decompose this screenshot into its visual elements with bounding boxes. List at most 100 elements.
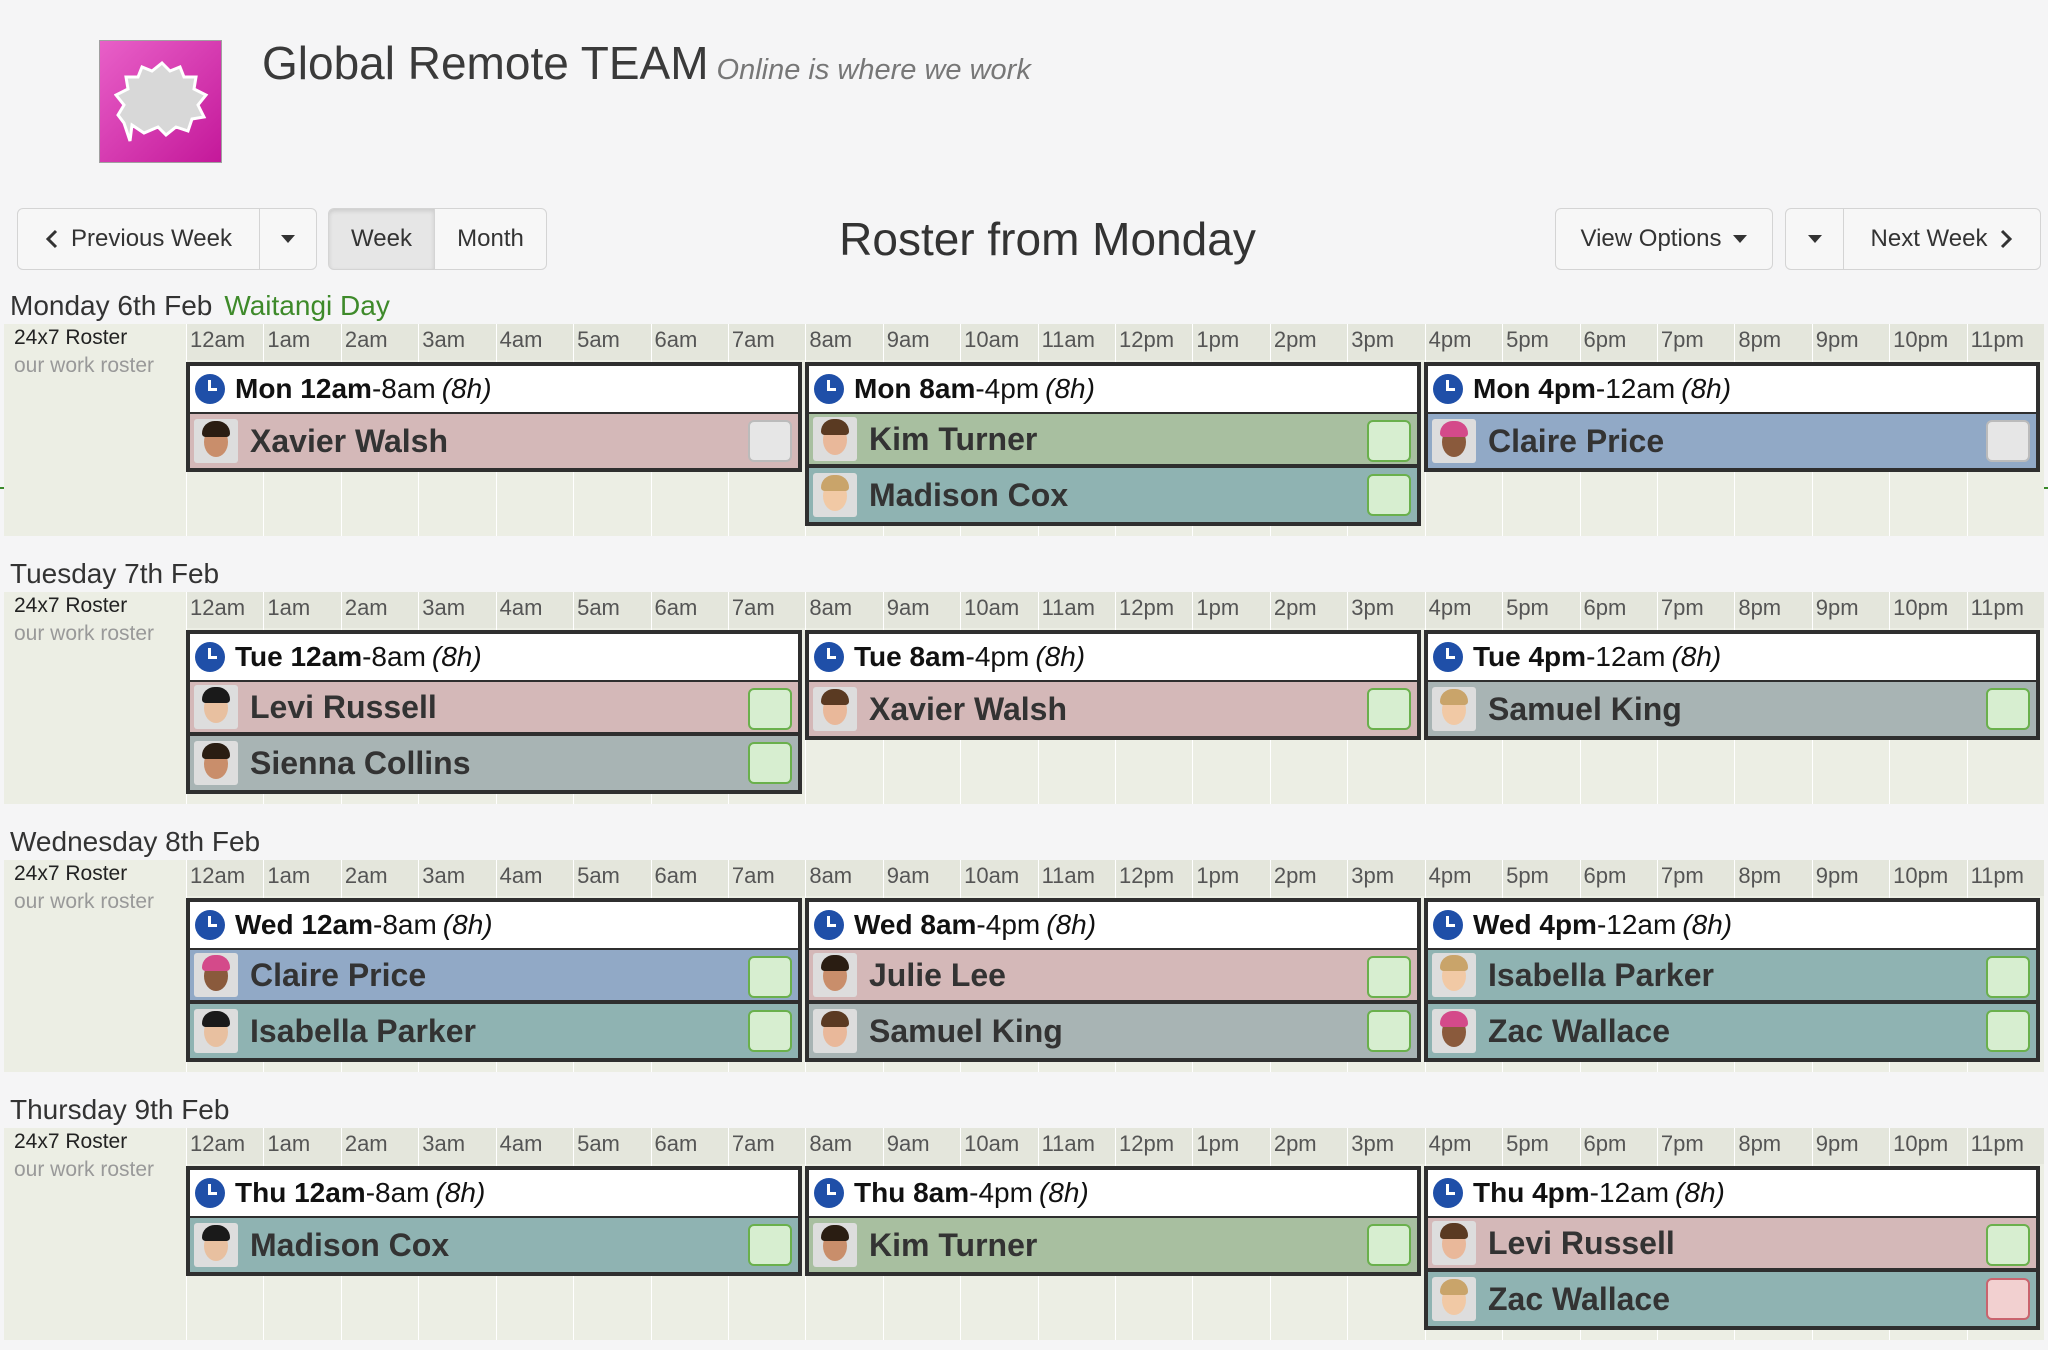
hour-label: 4am bbox=[499, 863, 543, 888]
hour-label: 3am bbox=[422, 863, 466, 888]
avatar bbox=[194, 741, 238, 785]
assignee-name: Isabella Parker bbox=[250, 1012, 476, 1049]
month-view-button[interactable]: Month bbox=[434, 208, 547, 270]
confirm-checkbox[interactable] bbox=[1986, 956, 2030, 998]
shift-assignee[interactable]: Isabella Parker bbox=[1428, 950, 2036, 1004]
confirm-checkbox[interactable] bbox=[1367, 956, 1411, 998]
shift-duration: (8h) bbox=[431, 641, 482, 672]
hour-label: 8pm bbox=[1738, 863, 1782, 888]
shift-block[interactable]: Tue 4pm-12am(8h)Samuel King bbox=[1424, 630, 2040, 740]
hour-column[interactable]: 1pm bbox=[1192, 1128, 1269, 1340]
app-logo[interactable] bbox=[99, 40, 222, 163]
shift-assignee[interactable]: Zac Wallace bbox=[1428, 1272, 2036, 1326]
hour-label: 10am bbox=[964, 327, 1020, 352]
roster-name[interactable]: 24x7 Roster bbox=[14, 326, 128, 349]
shift-header[interactable]: Thu 8am-4pm(8h) bbox=[809, 1170, 1417, 1218]
confirm-checkbox[interactable] bbox=[1986, 688, 2030, 730]
caret-down-icon bbox=[1807, 235, 1822, 243]
confirm-checkbox[interactable] bbox=[748, 1010, 792, 1052]
shift-header[interactable]: Wed 4pm-12am(8h) bbox=[1428, 902, 2036, 950]
next-week-button[interactable]: Next Week bbox=[1843, 208, 2041, 270]
hour-label: 9pm bbox=[1815, 595, 1859, 620]
shift-assignee[interactable]: Levi Russell bbox=[190, 682, 798, 736]
confirm-checkbox[interactable] bbox=[1367, 1224, 1411, 1266]
confirm-checkbox[interactable] bbox=[1367, 1010, 1411, 1052]
previous-week-button[interactable]: Previous Week bbox=[17, 208, 260, 270]
confirm-checkbox[interactable] bbox=[1367, 474, 1411, 516]
shift-header[interactable]: Wed 8am-4pm(8h) bbox=[809, 902, 1417, 950]
shift-header[interactable]: Tue 4pm-12am(8h) bbox=[1428, 634, 2036, 682]
shift-assignee[interactable]: Kim Turner bbox=[809, 1218, 1417, 1272]
shift-header[interactable]: Tue 12am-8am(8h) bbox=[190, 634, 798, 682]
shift-header[interactable]: Tue 8am-4pm(8h) bbox=[809, 634, 1417, 682]
confirm-checkbox[interactable] bbox=[1986, 1224, 2030, 1266]
previous-dropdown-button[interactable] bbox=[259, 208, 317, 270]
shift-header[interactable]: Mon 4pm-12am(8h) bbox=[1428, 366, 2036, 414]
shift-assignee[interactable]: Sienna Collins bbox=[190, 736, 798, 790]
hour-label: 7am bbox=[731, 595, 775, 620]
view-options-button[interactable]: View Options bbox=[1555, 208, 1773, 270]
roster-name[interactable]: 24x7 Roster bbox=[14, 1130, 128, 1153]
avatar bbox=[813, 1223, 857, 1267]
shift-start: Wed 12am bbox=[235, 909, 373, 940]
confirm-checkbox[interactable] bbox=[1367, 688, 1411, 730]
shift-assignee[interactable]: Isabella Parker bbox=[190, 1004, 798, 1058]
hour-label: 3am bbox=[422, 327, 466, 352]
shift-header[interactable]: Thu 12am-8am(8h) bbox=[190, 1170, 798, 1218]
shift-assignee[interactable]: Claire Price bbox=[1428, 414, 2036, 468]
confirm-checkbox[interactable] bbox=[748, 956, 792, 998]
confirm-checkbox[interactable] bbox=[1986, 1010, 2030, 1052]
shift-header[interactable]: Wed 12am-8am(8h) bbox=[190, 902, 798, 950]
shift-assignee[interactable]: Zac Wallace bbox=[1428, 1004, 2036, 1058]
confirm-checkbox[interactable] bbox=[1367, 420, 1411, 462]
shift-assignee[interactable]: Samuel King bbox=[809, 1004, 1417, 1058]
view-options-label: View Options bbox=[1580, 225, 1722, 252]
confirm-checkbox[interactable] bbox=[748, 742, 792, 784]
shift-assignee[interactable]: Levi Russell bbox=[1428, 1218, 2036, 1272]
hour-label: 10am bbox=[964, 1131, 1020, 1156]
next-dropdown-button[interactable] bbox=[1785, 208, 1844, 270]
shift-assignee[interactable]: Julie Lee bbox=[809, 950, 1417, 1004]
shift-header[interactable]: Mon 12am-8am(8h) bbox=[190, 366, 798, 414]
previous-week-label: Previous Week bbox=[71, 225, 232, 252]
chevron-left-icon bbox=[45, 229, 58, 249]
hour-label: 11am bbox=[1041, 327, 1095, 352]
shift-header[interactable]: Mon 8am-4pm(8h) bbox=[809, 366, 1417, 414]
confirm-checkbox[interactable] bbox=[1986, 420, 2030, 462]
holiday-label: Waitangi Day bbox=[224, 290, 390, 321]
shift-assignee[interactable]: Madison Cox bbox=[190, 1218, 798, 1272]
shift-header[interactable]: Thu 4pm-12am(8h) bbox=[1428, 1170, 2036, 1218]
shift-block[interactable]: Mon 12am-8am(8h)Xavier Walsh bbox=[186, 362, 802, 472]
shift-assignee[interactable]: Xavier Walsh bbox=[190, 414, 798, 468]
confirm-checkbox[interactable] bbox=[1986, 1278, 2030, 1320]
confirm-checkbox[interactable] bbox=[748, 1224, 792, 1266]
day-title-text: Tuesday 7th Feb bbox=[10, 558, 220, 589]
roster-name[interactable]: 24x7 Roster bbox=[14, 594, 128, 617]
shift-assignee[interactable]: Kim Turner bbox=[809, 414, 1417, 468]
shift-block[interactable]: Mon 4pm-12am(8h)Claire Price bbox=[1424, 362, 2040, 472]
shift-block[interactable]: Thu 8am-4pm(8h)Kim Turner bbox=[805, 1166, 1421, 1276]
shift-block[interactable]: Thu 12am-8am(8h)Madison Cox bbox=[186, 1166, 802, 1276]
week-view-button[interactable]: Week bbox=[328, 208, 435, 270]
clock-icon bbox=[195, 1178, 225, 1208]
confirm-checkbox[interactable] bbox=[748, 688, 792, 730]
confirm-checkbox[interactable] bbox=[748, 420, 792, 462]
shift-assignee[interactable]: Claire Price bbox=[190, 950, 798, 1004]
shift-assignee[interactable]: Madison Cox bbox=[809, 468, 1417, 522]
hour-label: 12pm bbox=[1119, 863, 1175, 888]
shift-duration: (8h) bbox=[1682, 909, 1733, 940]
hour-label: 9am bbox=[886, 863, 930, 888]
shift-block[interactable]: Tue 8am-4pm(8h)Xavier Walsh bbox=[805, 630, 1421, 740]
shift-assignee[interactable]: Xavier Walsh bbox=[809, 682, 1417, 736]
caret-down-icon bbox=[1733, 235, 1748, 243]
shift-assignee[interactable]: Samuel King bbox=[1428, 682, 2036, 736]
hour-label: 11am bbox=[1041, 595, 1095, 620]
roster-name[interactable]: 24x7 Roster bbox=[14, 862, 128, 885]
